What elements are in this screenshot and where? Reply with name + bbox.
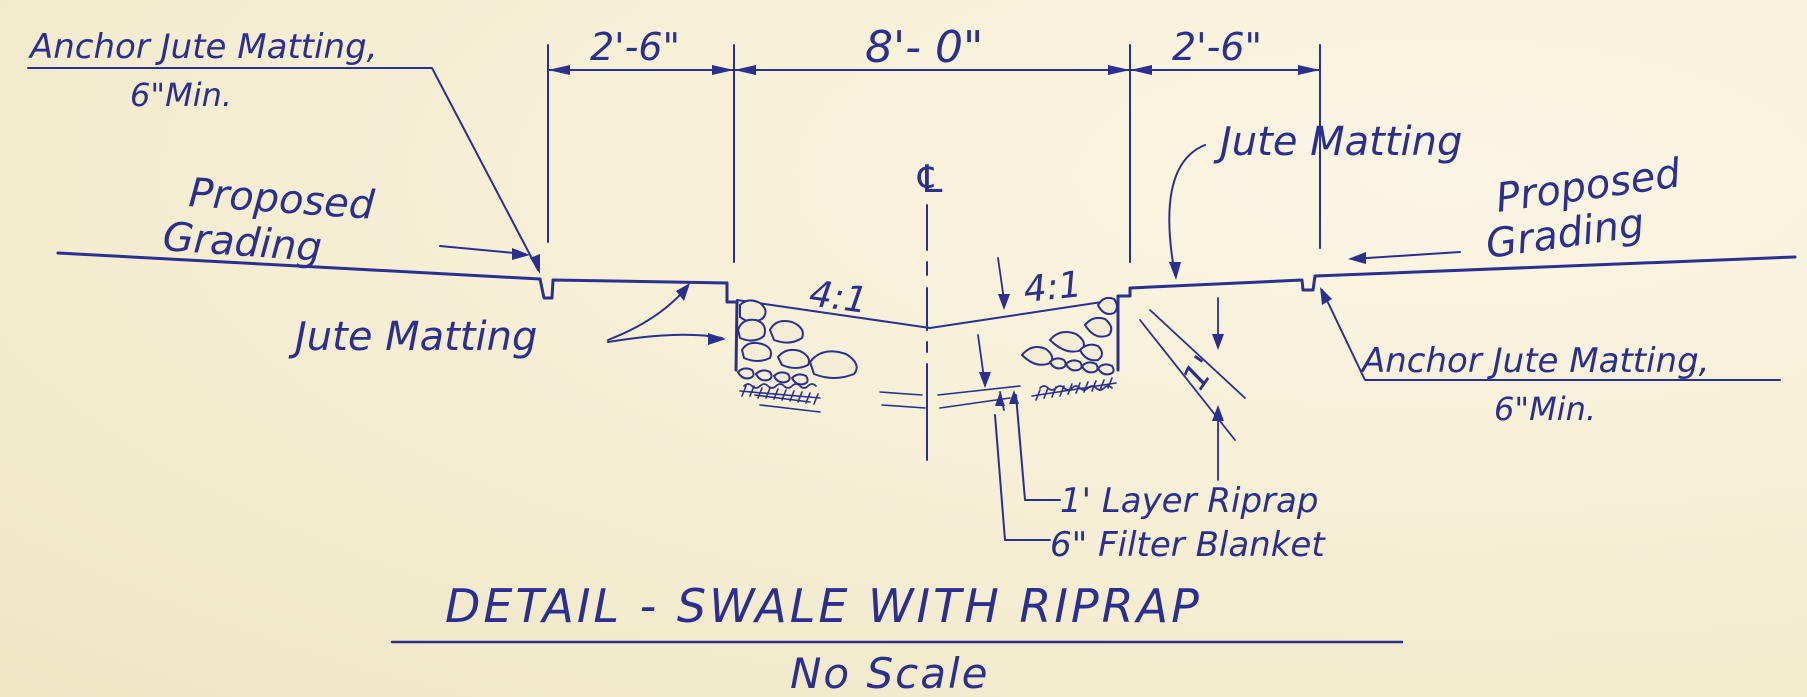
leader-jute-right [1168,144,1206,276]
dim-left-bench: 2'-6" [590,25,680,69]
riprap-left [736,299,858,386]
riprap-depth-arrowheads [979,294,1019,406]
leader-anchor-right [1321,289,1781,381]
dim-bottom-width: 8'- 0" [865,22,983,73]
slope-label-left: 4:1 [807,273,870,322]
thickness-arrowheads [1212,334,1224,421]
slope-line-left [736,299,931,329]
thickness-dimension [1139,297,1246,481]
leader-jute-left-1 [607,285,689,341]
leader-arrowheads [512,248,1366,345]
label-jute-right: Jute Matting [1213,119,1462,165]
leader-jute-left-2 [607,333,723,343]
label-anchor-left: Anchor Jute Matting, [28,27,378,67]
label-filter: 6" Filter Blanket [1050,525,1326,565]
grade-line-right [1313,255,1797,278]
filter-blanket-lines [754,385,1021,413]
grade-line-left [56,251,542,281]
riprap-depth-arrows [977,257,1005,411]
drawing-title: DETAIL - SWALE WITH RIPRAP [445,579,1202,633]
jute-matting-left [538,277,739,372]
label-anchor-right: Anchor Jute Matting, [1360,341,1710,381]
slope-label-right: 4:1 [1022,264,1084,311]
filter-blanket-hatch-right [1031,377,1117,401]
centerline-symbol: ℄ [913,157,947,201]
label-proposed-left-2: Grading [161,214,323,271]
filter-blanket-hatch-left [739,383,821,405]
leader-filter [994,414,1051,541]
dim-right-bench: 2'-6" [1172,25,1262,69]
label-jute-left: Jute Matting [288,314,537,360]
label-riprap: 1' Layer Riprap [1060,481,1318,521]
riprap-right [1020,296,1118,376]
leader-proposed-right [1351,251,1461,260]
label-anchor-left-min: 6"Min. [130,76,232,114]
leader-riprap [1015,394,1061,501]
jute-matting-right [1116,274,1317,372]
leader-anchor-left [27,67,539,271]
ground-profile [56,251,1797,372]
leaders [27,67,1781,541]
leader-proposed-left [439,245,526,255]
dimension-extension-lines [547,44,1321,263]
label-anchor-right-min: 6"Min. [1494,390,1596,428]
dimension-arrowheads [548,65,1320,75]
thickness-label: 1' [1175,349,1226,397]
slope-line-right [929,299,1116,329]
drawing-subtitle: No Scale [790,649,989,697]
